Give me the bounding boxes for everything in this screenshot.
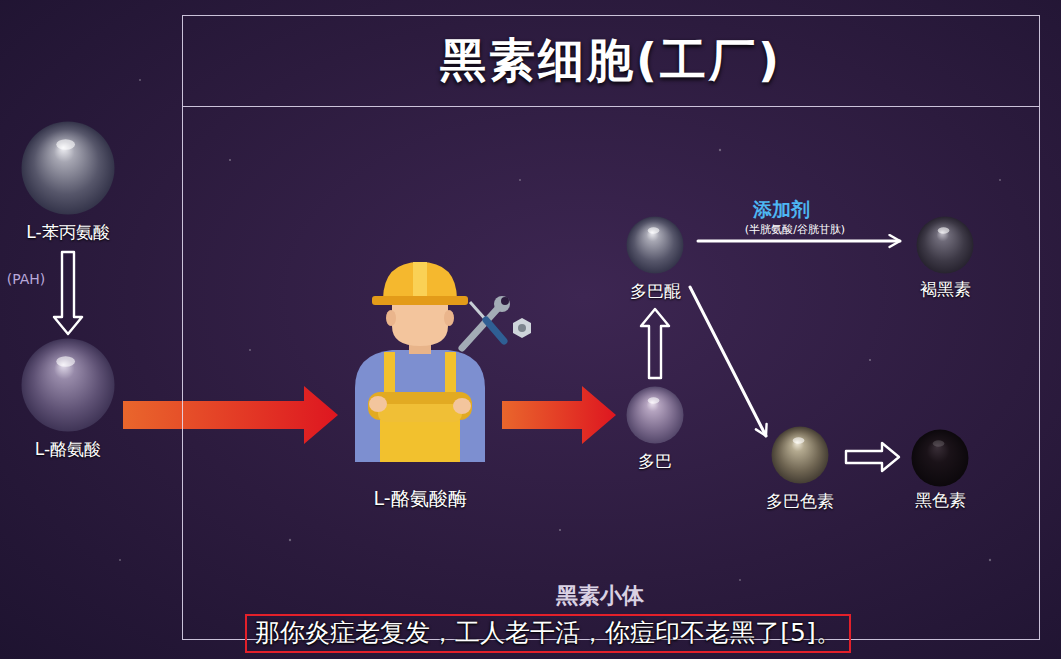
star	[519, 179, 521, 181]
edge-label: (PAH)	[7, 271, 46, 287]
star	[249, 349, 251, 351]
molecule-name: 多巴	[638, 450, 672, 473]
sphere-label-row: 多巴色素	[762, 490, 838, 513]
reaction-arrow	[698, 240, 900, 243]
worker-body	[355, 350, 485, 462]
star	[739, 579, 741, 581]
flow-block-arrow	[123, 386, 338, 444]
sphere-highlight	[648, 397, 660, 403]
additive-note: (半胱氨酸/谷胱甘肽)	[745, 222, 845, 237]
sphere-label-row: 黑色素	[907, 489, 973, 512]
sphere-shape	[21, 338, 115, 432]
molecule-sphere: 多巴	[622, 386, 688, 473]
sphere-label-row: L-苯丙氨酸	[17, 221, 119, 244]
sphere-label-row: 褐黑素	[912, 278, 978, 301]
worker-face	[392, 302, 448, 346]
cell-frame: L-酪氨酸酶 多巴醌 褐黑素多巴多巴色素 黑色素 黑素细胞(工厂)	[182, 15, 1040, 640]
worker-ear	[386, 310, 396, 326]
molecule-sphere: 多巴醌	[622, 216, 688, 303]
sphere-body	[912, 430, 969, 487]
molecule-sphere: 黑色素	[907, 429, 973, 512]
reaction-arrow	[690, 287, 766, 436]
star	[719, 149, 721, 151]
star	[139, 79, 141, 81]
stars	[119, 79, 1001, 581]
molecule-sphere: 褐黑素	[912, 216, 978, 301]
star	[989, 559, 991, 561]
screwdriver-blade	[470, 302, 486, 320]
worker-ear	[444, 310, 454, 326]
hollow-arrow	[846, 443, 899, 471]
sphere-highlight	[938, 227, 950, 233]
star	[229, 159, 231, 161]
flow-block-arrow	[502, 386, 616, 444]
hollow-arrow	[54, 252, 82, 334]
helmet-ridge	[413, 262, 427, 298]
wrench-head	[501, 297, 509, 305]
star	[999, 179, 1001, 181]
wrench-head	[494, 296, 510, 312]
screwdriver-handle	[486, 320, 504, 341]
tools-icon	[462, 296, 531, 348]
enzyme-worker: L-酪氨酸酶	[340, 262, 500, 512]
sphere-body	[22, 122, 115, 215]
sphere-body	[627, 387, 684, 444]
sphere-label-row: 多巴	[622, 450, 688, 473]
enzyme-name: L-酪氨酸酶	[373, 486, 466, 512]
sphere-label-row: 多巴醌	[622, 280, 688, 303]
hand	[369, 396, 387, 412]
molecule-sphere: 多巴色素	[762, 426, 838, 513]
sphere-shape	[21, 121, 115, 215]
sphere-highlight	[648, 227, 660, 233]
sphere-shape	[626, 386, 684, 444]
nut-hole	[518, 324, 526, 332]
hand	[453, 398, 471, 414]
sphere-highlight	[793, 437, 805, 443]
frame-heading: 黑素细胞(工厂)	[183, 16, 1039, 107]
molecule-name: L-苯丙氨酸	[26, 221, 109, 244]
sphere-highlight	[56, 139, 75, 149]
frame-title: 黑素细胞(工厂)	[440, 30, 782, 92]
edge-label: 添加剂	[753, 197, 810, 223]
helmet-brim	[372, 296, 468, 305]
sphere-body	[772, 427, 829, 484]
crossed-arms	[378, 404, 462, 422]
sphere-body	[22, 339, 115, 432]
organelle-label: 黑素小体	[556, 581, 644, 611]
star	[869, 359, 871, 361]
molecule-name: 多巴醌	[630, 280, 681, 303]
hollow-arrow	[641, 309, 669, 378]
molecule-name: L-酪氨酸	[35, 438, 101, 461]
worker-figure	[355, 262, 485, 462]
subtitle-caption: 那你炎症老复发，工人老干活，你痘印不老黑了[5]。	[245, 614, 850, 653]
nut	[513, 318, 531, 338]
sphere-highlight	[933, 440, 945, 446]
molecule-name: 褐黑素	[920, 278, 971, 301]
sphere-shape	[916, 216, 974, 274]
molecule-sphere: L-酪氨酸	[17, 338, 119, 461]
sphere-shape	[771, 426, 829, 484]
star	[119, 559, 121, 561]
enzyme-label-row: L-酪氨酸酶	[340, 486, 500, 512]
molecule-sphere: L-苯丙氨酸	[17, 121, 119, 244]
sphere-shape	[911, 429, 969, 487]
molecule-name: 黑色素	[915, 489, 966, 512]
helmet	[383, 262, 457, 300]
molecule-name: 多巴色素	[766, 490, 834, 513]
sphere-label-row: L-酪氨酸	[17, 438, 119, 461]
sphere-body	[917, 217, 974, 274]
star	[289, 539, 291, 541]
sphere-shape	[626, 216, 684, 274]
sphere-highlight	[56, 356, 75, 366]
sphere-body	[627, 217, 684, 274]
star	[559, 529, 561, 531]
